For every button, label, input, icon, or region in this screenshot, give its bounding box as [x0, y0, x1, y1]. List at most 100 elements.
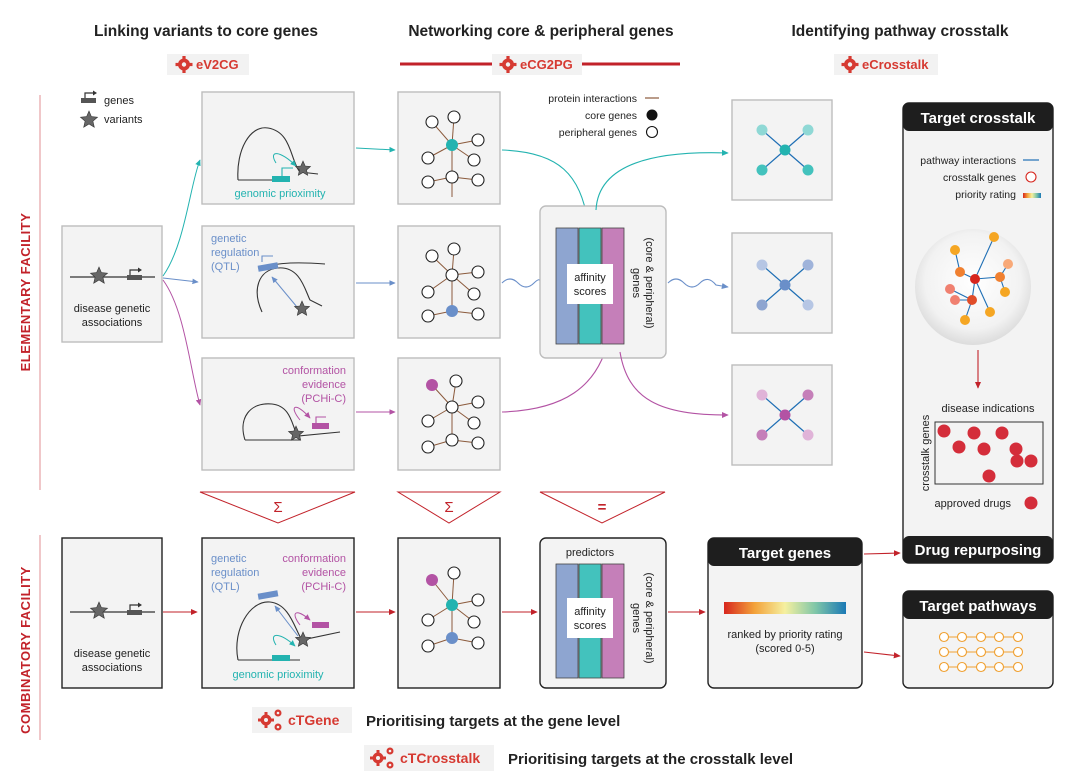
drug-repurposing-title: Drug repurposing [915, 542, 1042, 559]
affinity-genes-line2: (core & peripheral) [643, 237, 655, 328]
equals-operator: = [539, 491, 666, 524]
target-genes-title: Target genes [739, 545, 831, 562]
target-genes-ranked-line1: ranked by priority rating [728, 629, 843, 641]
network-box-combined [397, 537, 501, 689]
legend-network: protein interactions core genes peripher… [548, 93, 659, 139]
tool-label-ecg2pg: eCG2PG [520, 57, 573, 72]
genetic-regulation-line3: (QTL) [211, 261, 240, 273]
star-icon [294, 160, 312, 176]
sum-symbol-2: Σ [444, 499, 453, 516]
comb-genes-line2: (core & peripheral) [643, 572, 655, 663]
disease-indications-label: disease indications [942, 403, 1035, 415]
star-icon [287, 425, 305, 441]
legend-protein-interactions: protein interactions [548, 93, 637, 105]
priority-gradient-bar [724, 602, 846, 614]
network-box-1 [397, 91, 501, 205]
sum-symbol-1: Σ [273, 499, 282, 516]
conformation-line3: (PCHi-C) [301, 393, 346, 405]
column-header-networking: Networking core & peripheral genes [408, 23, 673, 40]
arrow-blue [162, 277, 199, 285]
crosstalk-genes-axis-label: crosstalk genes [920, 414, 932, 491]
footer-gene-level: Prioritising targets at the gene level [366, 713, 620, 730]
footer-ctcrosstalk: cTCrosstalk Prioritising targets at the … [62, 745, 1040, 771]
genetic-regulation-line1: genetic [211, 233, 247, 245]
affinity-scores-line1: affinity [574, 272, 606, 284]
gene-arrow-icon [127, 267, 142, 280]
target-genes-panel: Target genes ranked by priority rating (… [707, 537, 863, 689]
predictors-label: predictors [566, 547, 615, 559]
evidence-combined-box: genetic regulation (QTL) conformation ev… [201, 537, 355, 689]
tool-label-ctcrosstalk: cTCrosstalk [400, 750, 480, 766]
legend-core-genes: core genes [585, 110, 637, 122]
affinity-scores-line2: scores [574, 286, 607, 298]
evidence-genomic-proximity-label: genomic prioximity [234, 188, 326, 200]
comb-genomic-proximity: genomic prioximity [232, 669, 324, 681]
legend-variants: variants [79, 110, 143, 128]
legend-crosstalk-genes: crosstalk genes [943, 172, 1016, 184]
genetic-regulation-line2: regulation [211, 247, 259, 259]
sum-operator-2: Σ [396, 491, 502, 524]
affinity-genes-line1: genes [630, 268, 642, 298]
target-crosstalk-panel: Target crosstalk pathway interactions cr… [902, 102, 1054, 564]
disease-associations-box: disease genetic associations [61, 225, 163, 343]
comb-genetic-line3: (QTL) [211, 581, 240, 593]
facility-label-elementary: ELEMENTARY FACILITY [18, 213, 33, 372]
evidence-genetic-regulation-box: genetic regulation (QTL) [201, 225, 355, 339]
crosstalk-output-magenta [731, 364, 833, 466]
comb-conformation-line3: (PCHi-C) [301, 581, 346, 593]
conformation-line2: evidence [302, 379, 346, 391]
target-genes-ranked-line2: (scored 0-5) [755, 643, 814, 655]
conformation-line1: conformation [282, 365, 346, 377]
affinity-box-elementary: affinity scores genes (core & peripheral… [539, 205, 667, 359]
crosstalk-output-teal [731, 99, 833, 201]
pathway-chains [938, 631, 1024, 673]
gene-arrow-icon [127, 602, 142, 615]
footer-ctgene: cTGene Prioritising targets at the gene … [62, 707, 870, 733]
target-pathways-title: Target pathways [919, 598, 1036, 615]
legend-peripheral-genes: peripheral genes [559, 127, 637, 139]
target-crosstalk-title: Target crosstalk [921, 110, 1036, 127]
legend-genes: genes [81, 90, 134, 107]
evidence-genomic-proximity-box: genomic prioximity [201, 91, 355, 205]
star-icon [294, 631, 312, 647]
comb-conformation-line1: conformation [282, 553, 346, 565]
facility-label-combinatory: COMBINATORY FACILITY [18, 566, 33, 734]
star-icon [89, 266, 109, 284]
star-icon [293, 300, 311, 316]
arrow-magenta [162, 279, 202, 406]
drug-dots [937, 424, 1038, 483]
tool-label-ev2cg: eV2CG [196, 57, 239, 72]
gears-icon [258, 709, 282, 731]
tool-label-ecrosstalk: eCrosstalk [862, 57, 929, 72]
evidence-conformation-box: conformation evidence (PCHi-C) [201, 357, 355, 471]
tool-bar-ecg2pg: eCG2PG [400, 54, 680, 75]
gear-icon [175, 56, 193, 73]
comb-affinity-line1: affinity [574, 606, 606, 618]
arrow-teal [162, 159, 201, 277]
tool-bar-ev2cg: eV2CG [62, 54, 350, 75]
tool-label-ctgene: cTGene [288, 712, 340, 728]
legend-variants-label: variants [104, 114, 143, 126]
target-pathways-panel: Target pathways [902, 590, 1054, 689]
comb-genetic-line2: regulation [211, 567, 259, 579]
affinity-box-combinatory: predictors affinity scores genes (core &… [539, 537, 667, 689]
disease-assoc-comb-line1: disease genetic [74, 648, 151, 660]
comb-conformation-line2: evidence [302, 567, 346, 579]
disease-assoc-line2: associations [82, 317, 143, 329]
crosstalk-output-blue [731, 232, 833, 334]
comb-genes-line1: genes [630, 603, 642, 633]
gear-icon [499, 56, 517, 73]
star-icon [79, 110, 99, 128]
network-box-3 [397, 357, 501, 471]
disease-assoc-comb-line2: associations [82, 662, 143, 674]
legend-pathway-interactions: pathway interactions [920, 155, 1016, 167]
tool-bar-ecrosstalk: eCrosstalk [712, 54, 1040, 75]
network-box-2 [397, 225, 501, 339]
column-header-crosstalk: Identifying pathway crosstalk [791, 23, 1008, 40]
footer-crosstalk-level: Prioritising targets at the crosstalk le… [508, 751, 793, 768]
legend-priority-rating: priority rating [955, 189, 1016, 201]
approved-drugs-label: approved drugs [935, 498, 1012, 510]
gear-icon [841, 56, 859, 73]
equals-symbol: = [598, 499, 607, 516]
